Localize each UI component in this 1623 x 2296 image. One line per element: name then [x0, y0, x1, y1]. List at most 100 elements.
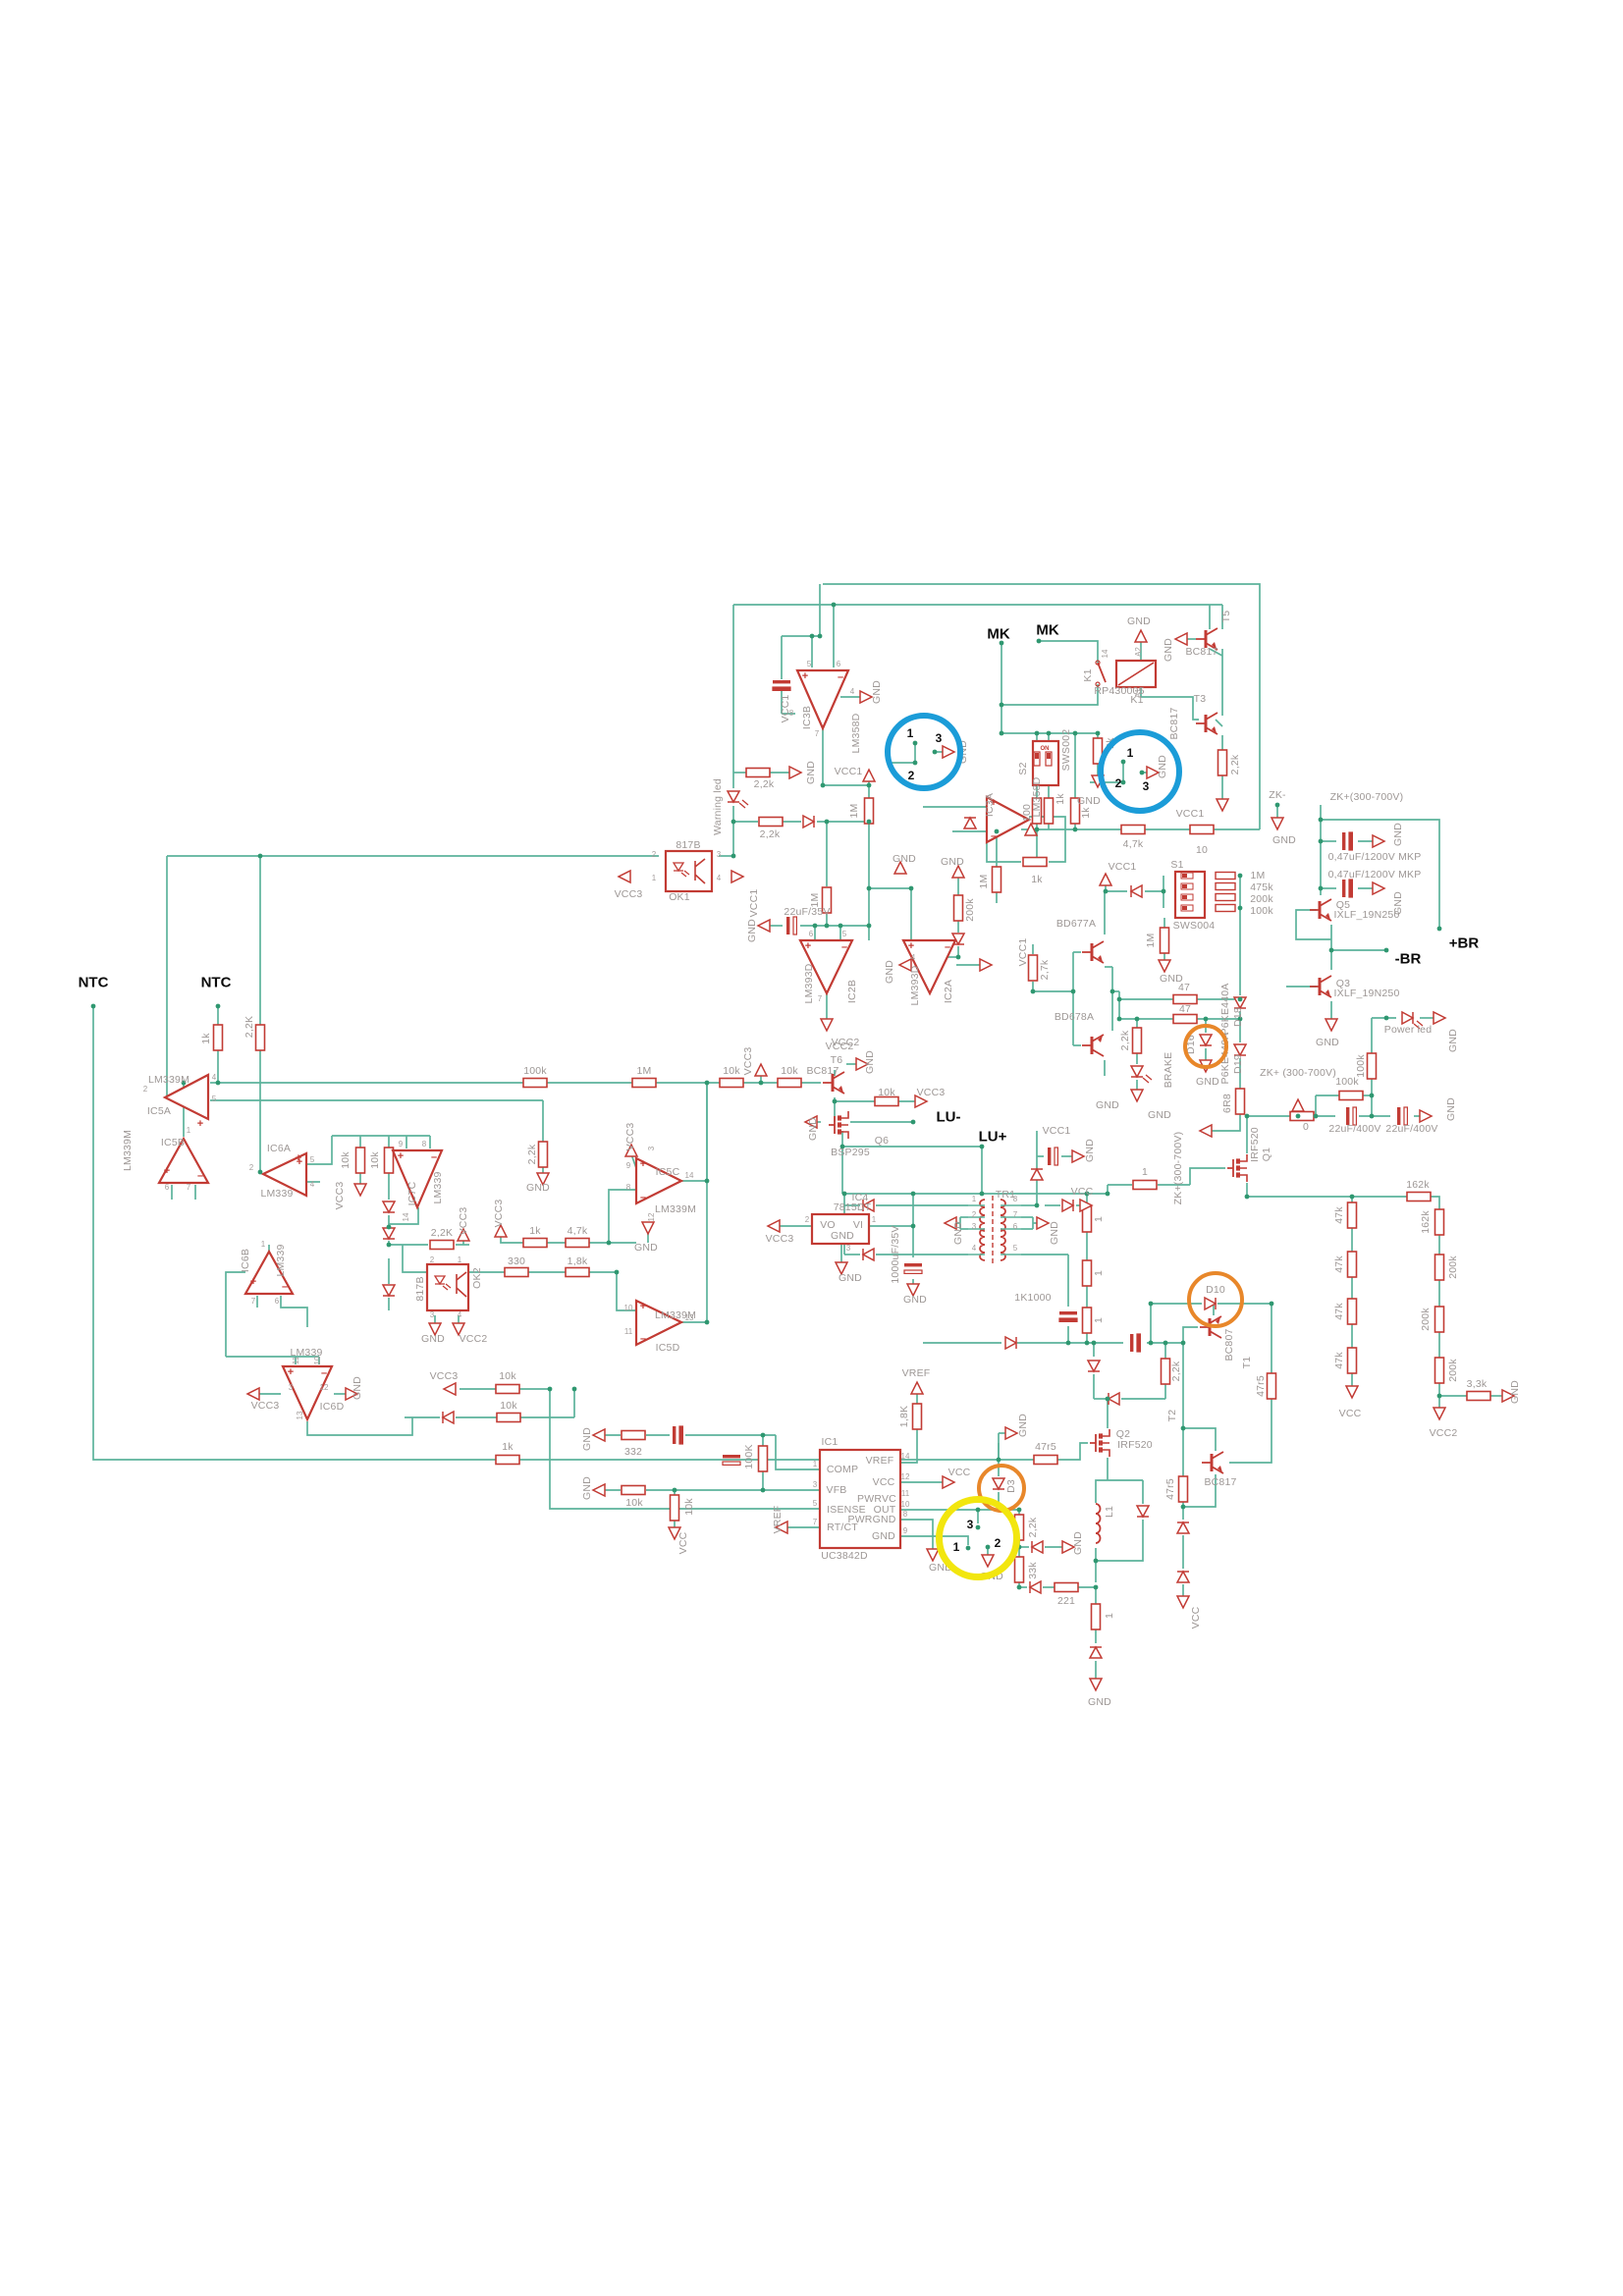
label-10: 10	[1195, 843, 1209, 856]
label-vcc: VCC	[1070, 1185, 1094, 1198]
label-5: 5	[309, 1155, 315, 1164]
label-gnd: GND	[580, 1476, 593, 1500]
label-vcc3: VCC3	[492, 1199, 505, 1228]
label-pwrgnd: PWRGND	[847, 1513, 896, 1525]
label-zk+-300-700v-: ZK+(300-700V)	[1329, 790, 1404, 803]
svg-text:+: +	[805, 940, 811, 952]
label-332: 332	[623, 1445, 643, 1458]
label-gnd: GND	[634, 1241, 658, 1254]
svg-text:+: +	[164, 1165, 170, 1177]
label-1000uf-35v: 1000uF/35V	[889, 1225, 901, 1284]
label-100: 100	[1020, 803, 1033, 823]
label-10: 10	[900, 1500, 910, 1509]
label-vcc3: VCC3	[457, 1206, 469, 1236]
label-vcc1: VCC1	[834, 765, 863, 777]
label-2: 2	[651, 850, 657, 859]
label-2: 2	[142, 1085, 148, 1094]
label-200k: 200k	[1446, 1255, 1459, 1279]
label-4: 4	[309, 1180, 315, 1189]
label-vcc1: VCC1	[1175, 807, 1205, 820]
label-4-7k: 4,7k	[1122, 837, 1144, 850]
label-100k: 100k	[1250, 904, 1273, 917]
label-gnd: GND	[831, 1229, 854, 1242]
label-12: 12	[900, 1472, 910, 1481]
svg-text:+: +	[640, 1301, 646, 1312]
label-1m: 1M	[847, 803, 860, 819]
label-1m: 1M	[636, 1064, 652, 1077]
label-8: 8	[625, 1183, 631, 1192]
label-ic6b: IC6B	[239, 1248, 251, 1273]
label-1: 1	[812, 1460, 818, 1468]
label-s1: S1	[1170, 858, 1184, 871]
label-gnd: GND	[870, 680, 883, 704]
label-gnd: GND	[1148, 1108, 1171, 1121]
label-vcc3: VCC3	[614, 887, 643, 900]
label-10k: 10k	[781, 1064, 798, 1077]
label-0-47uf-1200v-mkp: 0,47uF/1200V MKP	[1327, 850, 1422, 863]
label-11: 11	[623, 1327, 633, 1336]
label-lm358d: LM358D	[849, 713, 862, 754]
label-irf520: IRF520	[1248, 1127, 1261, 1162]
label-3: 3	[812, 1480, 818, 1489]
label-1k: 1k	[1054, 793, 1066, 805]
label-ic6d: IC6D	[319, 1400, 345, 1413]
label-gnd: GND	[893, 852, 916, 865]
label-0-47uf-1200v-mkp: 0,47uF/1200V MKP	[1327, 868, 1422, 881]
label-vcc1: VCC1	[1108, 860, 1137, 873]
label-lm339m: LM339M	[654, 1308, 697, 1321]
label-22uf-400v: 22uF/400V	[1385, 1122, 1438, 1135]
label-isense: ISENSE	[827, 1503, 866, 1516]
label-1m: 1M	[1250, 869, 1266, 881]
label-l1: L1	[1103, 1505, 1115, 1519]
label-475k: 475k	[1250, 881, 1273, 893]
svg-text:+: +	[297, 1156, 302, 1168]
label-7: 7	[250, 1297, 256, 1306]
svg-text:+: +	[197, 1118, 203, 1130]
label-vcc: VCC	[947, 1466, 971, 1478]
label-bsp295: BSP295	[831, 1146, 870, 1158]
label-14: 14	[684, 1171, 694, 1180]
label-1: 1	[260, 1240, 266, 1249]
label-200k: 200k	[1419, 1308, 1432, 1331]
label-bc807: BC807	[1222, 1328, 1235, 1362]
label-ok1: OK1	[669, 890, 690, 903]
svg-text:+: +	[908, 940, 914, 952]
label-1: 1	[1092, 1215, 1105, 1223]
label-162k: 162k	[1406, 1178, 1430, 1191]
label-4: 4	[849, 687, 855, 696]
label-bd677a: BD677A	[1055, 917, 1097, 930]
label-ic1: IC1	[821, 1435, 839, 1448]
label-vref: VREF	[901, 1366, 931, 1379]
label-vcc3: VCC3	[250, 1399, 280, 1412]
label-mk: MK	[1036, 621, 1059, 639]
svg-text:–: –	[431, 1151, 437, 1163]
label-ixlf-19n250: IXLF_19N250	[1333, 987, 1400, 999]
label-vi: VI	[852, 1218, 864, 1231]
label-s2: S2	[1016, 762, 1029, 775]
label-vcc2: VCC2	[459, 1332, 488, 1345]
label-gnd: GND	[941, 855, 964, 868]
label-817b: 817B	[676, 838, 701, 851]
svg-text:+: +	[991, 797, 997, 809]
svg-text:–: –	[640, 1192, 646, 1203]
label-lm339: LM339	[290, 1346, 323, 1359]
svg-text:+: +	[250, 1276, 256, 1288]
label-ic3a: IC3A	[983, 792, 996, 818]
label-1k: 1k	[1079, 807, 1092, 819]
label-zk+-300-700v-: ZK+(300-700V)	[1171, 1131, 1184, 1205]
label-comp: COMP	[826, 1463, 859, 1475]
label-q2: Q2	[1115, 1427, 1131, 1440]
label-gnd: GND	[351, 1376, 363, 1400]
label-gnd: GND	[929, 1561, 952, 1574]
label-6: 6	[1012, 1222, 1018, 1231]
label-0: 0	[1302, 1120, 1310, 1133]
label-10k: 10k	[625, 1496, 643, 1509]
label-3-3k: 3,3k	[1466, 1377, 1488, 1390]
label-6: 6	[836, 660, 841, 668]
label-3: 3	[971, 1222, 977, 1231]
svg-text:–: –	[841, 941, 847, 953]
label-4: 4	[716, 874, 722, 882]
label-vcc: VCC	[872, 1475, 895, 1488]
label-ic4: IC4	[851, 1191, 869, 1203]
label-vcc: VCC	[1338, 1407, 1362, 1419]
